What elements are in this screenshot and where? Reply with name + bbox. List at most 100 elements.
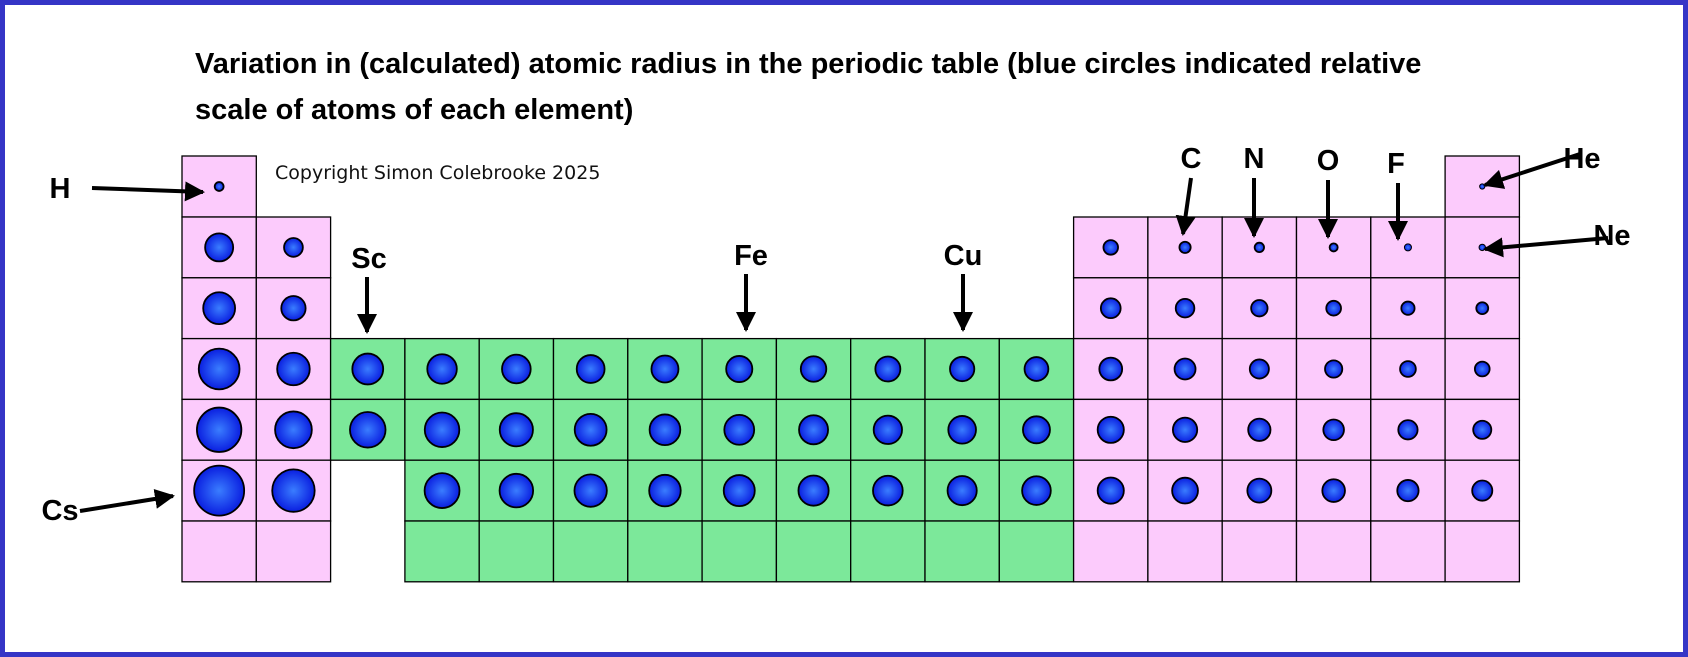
element-label-o: O (1317, 145, 1340, 177)
atom-circle-p5-g5 (498, 412, 534, 448)
atom-circle-p6-g12 (1021, 475, 1052, 506)
atom-circle-p2-g16 (1328, 242, 1339, 253)
element-label-f: F (1387, 148, 1405, 180)
atom-circle-p3-g16 (1325, 299, 1342, 317)
atom-circle-p5-g2 (274, 410, 313, 450)
atom-circle-p5-g1 (196, 406, 243, 453)
atom-circle-p4-g14 (1173, 357, 1197, 381)
element-label-h: H (50, 173, 71, 205)
atom-circle-p4-g8 (725, 355, 754, 383)
element-cell-p7-g16 (1295, 520, 1372, 583)
atom-circle-p5-g12 (1022, 415, 1051, 445)
element-label-ne: Ne (1593, 220, 1630, 252)
atom-circle-p3-g14 (1174, 297, 1196, 319)
atom-circle-p4-g9 (799, 355, 828, 383)
copyright-notice: Copyright Simon Colebrooke 2025 (275, 162, 601, 184)
element-cell-p7-g11 (924, 520, 1000, 583)
atom-circle-p5-g16 (1322, 418, 1345, 442)
arrow-to-he (1483, 152, 1581, 189)
element-cell-p7-g12 (998, 520, 1075, 583)
atom-circle-p6-g5 (498, 472, 535, 509)
atom-circle-p6-g15 (1246, 477, 1273, 504)
element-cell-p7-g10 (850, 520, 926, 583)
atom-circle-p3-g17 (1400, 300, 1416, 316)
atom-circle-p4-g4 (426, 353, 458, 385)
atom-circle-p5-g10 (872, 414, 903, 445)
atom-circle-p5-g3 (349, 411, 387, 449)
atom-circle-p6-g4 (423, 472, 461, 509)
element-cell-p7-g14 (1147, 520, 1223, 583)
atom-circle-p6-g2 (271, 468, 316, 513)
atom-circle-p4-g6 (575, 354, 606, 384)
arrow-to-h (91, 181, 205, 202)
arrow-to-c (1175, 177, 1196, 236)
element-cell-p7-g17 (1370, 520, 1446, 583)
element-label-c: C (1181, 143, 1202, 175)
element-cell-p7-g18 (1444, 520, 1521, 583)
label-arrows (79, 152, 1609, 513)
element-cell-p7-g4 (404, 520, 480, 583)
atom-circle-p3-g15 (1250, 299, 1269, 318)
element-label-n: N (1244, 143, 1265, 175)
atom-circle-p6-g14 (1171, 476, 1199, 505)
atom-circle-p5-g17 (1397, 419, 1419, 441)
atom-circle-p3-g13 (1099, 297, 1122, 319)
diagram-title: Variation in (calculated) atomic radius … (195, 48, 1422, 126)
atom-circle-p5-g6 (573, 412, 608, 447)
atom-circle-p4-g17 (1399, 360, 1417, 378)
element-cell-p7-g15 (1221, 520, 1298, 583)
atom-circle-p1-g18 (1479, 183, 1486, 190)
atom-circle-p5-g8 (723, 413, 756, 446)
element-label-cs: Cs (41, 495, 78, 527)
atom-circle-p5-g7 (648, 413, 682, 447)
atom-circle-p4-g2 (276, 351, 311, 387)
atom-circles (193, 181, 1494, 517)
arrow-to-cs (79, 488, 175, 513)
element-cell-p7-g7 (627, 520, 703, 583)
atom-circle-p5-g18 (1472, 419, 1493, 440)
atom-circle-p4-g5 (501, 353, 532, 385)
atom-circle-p5-g11 (947, 415, 977, 445)
atom-circle-p1-g1 (213, 181, 225, 192)
element-cell-p7-g1 (181, 520, 257, 583)
atom-circle-p2-g17 (1403, 243, 1412, 252)
atom-circle-p4-g13 (1098, 356, 1124, 382)
atom-circle-p4-g10 (874, 355, 902, 383)
atom-circle-p4-g16 (1324, 359, 1344, 379)
element-label-sc: Sc (351, 243, 386, 275)
atom-circle-p3-g18 (1475, 301, 1490, 316)
atom-circle-p2-g13 (1102, 239, 1119, 256)
atom-circle-p4-g1 (197, 347, 241, 391)
atom-circle-p6-g6 (573, 473, 608, 508)
element-cell-p7-g5 (478, 520, 555, 583)
element-cell-p7-g8 (701, 520, 778, 583)
atom-circle-p4-g15 (1248, 358, 1270, 380)
atom-circle-p5-g4 (423, 411, 461, 448)
atom-circle-p5-g15 (1247, 417, 1272, 442)
element-cell-p7-g2 (255, 520, 332, 583)
atom-circle-p6-g13 (1096, 476, 1125, 505)
atom-circle-p4-g12 (1023, 356, 1050, 382)
element-cell-p6-g18 (1444, 459, 1521, 522)
atom-circle-p6-g16 (1321, 478, 1346, 503)
atom-circle-p4-g3 (351, 352, 385, 386)
atom-circle-p4-g7 (650, 354, 680, 384)
atom-circle-p2-g14 (1178, 240, 1192, 254)
atom-circle-p6-g18 (1471, 479, 1494, 502)
atom-circle-p4-g18 (1473, 360, 1491, 378)
element-label-cu: Cu (944, 240, 983, 272)
atom-circle-p2-g2 (283, 237, 304, 258)
element-cell-p7-g13 (1072, 520, 1149, 583)
atom-circle-p5-g13 (1096, 415, 1125, 444)
arrow-to-ne (1483, 236, 1609, 258)
atom-circle-p6-g17 (1396, 479, 1420, 503)
atom-circle-p3-g2 (280, 295, 307, 322)
atom-circle-p6-g9 (797, 474, 830, 507)
element-cell-p7-g6 (552, 520, 629, 583)
atom-circle-p2-g15 (1253, 241, 1265, 253)
atom-circle-p6-g7 (648, 473, 682, 508)
atom-circle-p6-g11 (946, 475, 978, 507)
atom-circle-p6-g1 (193, 464, 246, 517)
